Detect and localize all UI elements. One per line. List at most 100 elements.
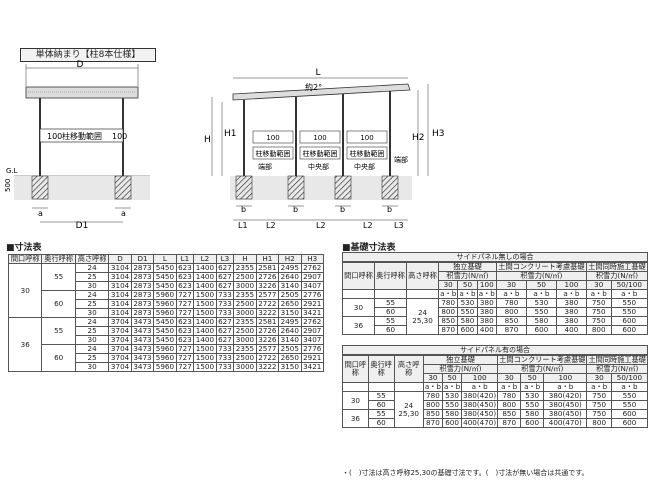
col-height: 高さ呼称 <box>393 355 424 383</box>
svg-text:a: a <box>121 209 126 218</box>
value-cell: 870 <box>497 418 522 428</box>
value-cell: 600 <box>457 325 478 335</box>
header-label: 単体納まり【柱8本仕様】 <box>20 48 156 62</box>
value-cell: 3222 <box>255 362 280 372</box>
col-depth: 奥行呼称 <box>374 262 408 290</box>
base-table-2: 間口呼称奥行呼称高さ呼称独立基礎土間コンクリート考慮基礎土間同時施工基礎积雪力(… <box>342 355 649 428</box>
svg-text:H1: H1 <box>224 129 237 139</box>
width-cell: 30 <box>342 391 369 410</box>
dim-header-cell: 間口呼称 <box>7 254 43 264</box>
svg-text:端部: 端部 <box>394 155 408 164</box>
value-cell: 400(470) <box>461 418 499 428</box>
svg-text:L: L <box>315 68 320 78</box>
svg-text:H2: H2 <box>412 133 425 143</box>
value-cell: 3473 <box>130 362 155 372</box>
svg-text:L2: L2 <box>363 221 373 230</box>
svg-text:柱移動範囲: 柱移動範囲 <box>303 149 338 158</box>
dim-header-cell: 奥行呼称 <box>41 254 76 264</box>
svg-text:柱移動範囲: 柱移動範囲 <box>62 131 102 141</box>
value-cell: 3150 <box>278 362 302 372</box>
col-width: 間口呼称 <box>342 355 369 383</box>
width-cell: 36 <box>341 316 376 335</box>
svg-text:100: 100 <box>47 132 62 141</box>
label-D: D <box>77 60 84 70</box>
value-cell: 600 <box>610 418 649 428</box>
value-cell: 3000 <box>233 362 257 372</box>
depth-cell: 55 <box>41 317 76 345</box>
svg-text:100: 100 <box>360 134 373 142</box>
depth-cell: 60 <box>367 418 395 428</box>
value-cell: 5960 <box>153 362 177 372</box>
svg-text:端部: 端部 <box>258 162 272 171</box>
dim-table-title: ■寸法表 <box>6 243 42 253</box>
svg-text:L2: L2 <box>266 221 276 230</box>
value-cell: 600 <box>441 418 463 428</box>
svg-text:L2: L2 <box>316 221 326 230</box>
svg-text:500: 500 <box>4 179 12 192</box>
svg-text:b: b <box>293 205 298 214</box>
value-cell: 800 <box>586 418 612 428</box>
value-cell: 3704 <box>108 362 132 372</box>
base-table-note: ・( )寸法は高さ呼称25,30の基礎寸法です。( )寸法が無い場合は共通です。 <box>342 469 589 477</box>
base-table1-title: サイドパネル無しの場合 <box>342 252 648 262</box>
value-cell: 400(470) <box>543 418 588 428</box>
svg-text:100: 100 <box>266 134 279 142</box>
front-view: D 100 柱移動範囲 100 G.L 500 a D1 a <box>4 60 150 231</box>
width-cell: 30 <box>341 298 376 317</box>
svg-text:H3: H3 <box>432 129 445 139</box>
depth-cell: 60 <box>41 344 76 372</box>
value-cell: 600 <box>610 325 649 335</box>
value-cell: 3421 <box>300 362 324 372</box>
value-cell: 400 <box>476 325 497 335</box>
value-cell: 400 <box>555 325 587 335</box>
svg-text:b: b <box>241 205 246 214</box>
value-cell: 800 <box>585 325 612 335</box>
value-cell: 600 <box>520 418 545 428</box>
base-table-title: ■基礎寸法表 <box>342 243 396 253</box>
svg-text:中央部: 中央部 <box>308 162 329 171</box>
svg-text:柱移動範囲: 柱移動範囲 <box>256 149 291 158</box>
svg-text:100: 100 <box>313 134 326 142</box>
width-cell: 30 <box>7 263 43 318</box>
carport-drawing: D 100 柱移動範囲 100 G.L 500 a D1 a L 約2° 100… <box>4 60 445 231</box>
depth-cell: 60 <box>41 290 76 318</box>
value-cell: 600 <box>525 325 557 335</box>
value-cell: 1500 <box>193 362 217 372</box>
value-cell: 727 <box>175 362 195 372</box>
col-width: 間口呼称 <box>341 262 376 290</box>
svg-text:L1: L1 <box>238 221 248 230</box>
svg-text:a: a <box>38 209 43 218</box>
col-depth: 奥行呼称 <box>367 355 395 383</box>
value-cell: 870 <box>438 325 459 335</box>
depth-cell: 60 <box>374 325 408 335</box>
svg-text:L3: L3 <box>394 221 404 230</box>
width-cell: 36 <box>7 317 43 372</box>
svg-text:D1: D1 <box>76 221 89 231</box>
svg-text:G.L: G.L <box>6 167 18 175</box>
svg-text:柱移動範囲: 柱移動範囲 <box>350 149 385 158</box>
svg-text:約2°: 約2° <box>305 82 322 92</box>
base-table2-title: サイドパネル有の場合 <box>342 345 648 355</box>
value-cell: 733 <box>215 362 235 372</box>
svg-text:b: b <box>387 205 392 214</box>
col-height: 高さ呼称 <box>406 262 440 290</box>
svg-text:100: 100 <box>112 132 127 141</box>
base-table-1: 間口呼称奥行呼称高さ呼称独立基礎土間コンクリート考慮基礎土間同時施工基礎积雪力(… <box>341 262 649 335</box>
value-cell: 30 <box>74 362 110 372</box>
